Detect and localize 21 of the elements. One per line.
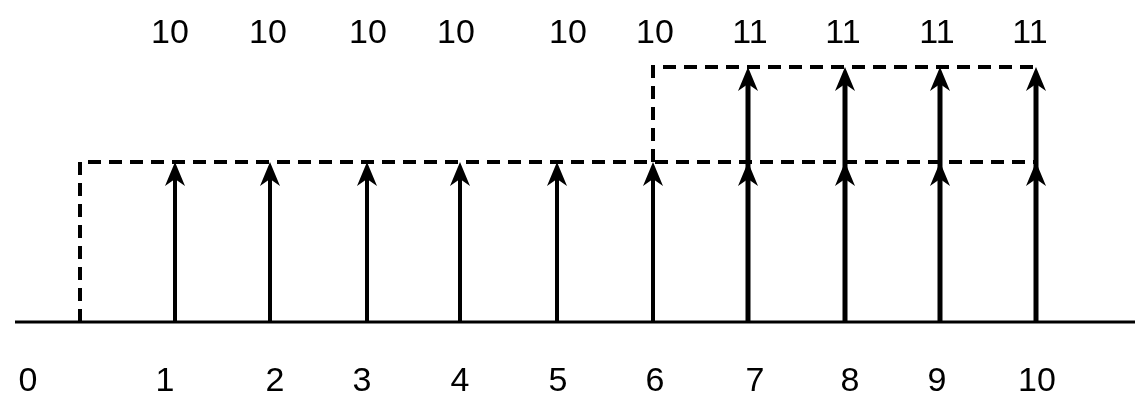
period-label: 4	[450, 360, 470, 398]
value-label: 11	[825, 12, 861, 50]
value-label: 11	[919, 12, 955, 50]
value-label: 10	[549, 12, 587, 50]
period-label: 2	[265, 360, 285, 398]
period-label: 10	[1018, 360, 1056, 398]
period-label: 3	[352, 360, 372, 398]
period-label: 7	[745, 360, 765, 398]
period-label: 6	[645, 360, 665, 398]
value-label: 10	[151, 12, 189, 50]
value-label: 11	[732, 12, 768, 50]
value-label: 10	[636, 12, 674, 50]
period-label: 8	[840, 360, 860, 398]
value-label: 10	[249, 12, 287, 50]
value-label: 10	[437, 12, 475, 50]
period-label: 9	[927, 360, 947, 398]
period-label: 1	[155, 360, 175, 398]
value-label: 11	[1012, 12, 1048, 50]
period-label: 0	[18, 360, 38, 398]
period-label: 5	[548, 360, 568, 398]
value-label: 10	[349, 12, 387, 50]
